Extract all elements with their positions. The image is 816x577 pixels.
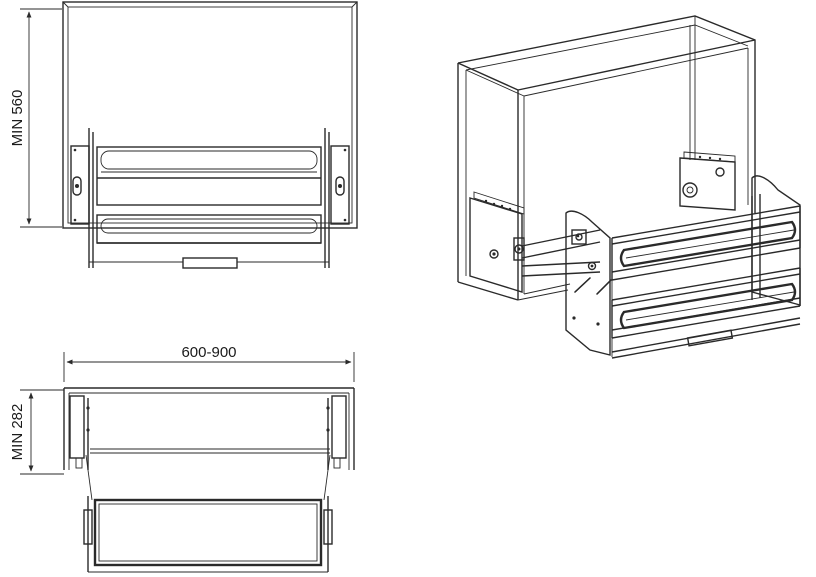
width-dimension: 600-900 bbox=[63, 344, 355, 382]
lift-frame-front bbox=[70, 128, 350, 269]
height-dimension-label: MIN 560 bbox=[9, 90, 26, 147]
right-mechanism-iso bbox=[679, 151, 736, 211]
height-dimension: MIN 560 bbox=[9, 8, 62, 228]
side-mechanisms-top bbox=[69, 395, 347, 501]
width-dimension-label: 600-900 bbox=[181, 344, 236, 361]
depth-dimension-label: MIN 282 bbox=[9, 404, 26, 461]
depth-dimension: MIN 282 bbox=[9, 389, 64, 475]
left-mechanism-iso bbox=[469, 191, 525, 293]
lift-arms-iso bbox=[513, 229, 601, 277]
isometric-view bbox=[457, 15, 801, 359]
basket-side-plate-iso bbox=[565, 210, 613, 357]
basket-body-iso bbox=[611, 175, 801, 359]
cabinet-front bbox=[62, 1, 358, 229]
cabinet-iso bbox=[457, 15, 756, 301]
cabinet-top bbox=[63, 387, 355, 470]
top-view: 600-900 MIN 282 bbox=[9, 344, 355, 573]
basket-top bbox=[83, 496, 333, 573]
front-view: MIN 560 bbox=[9, 1, 358, 269]
